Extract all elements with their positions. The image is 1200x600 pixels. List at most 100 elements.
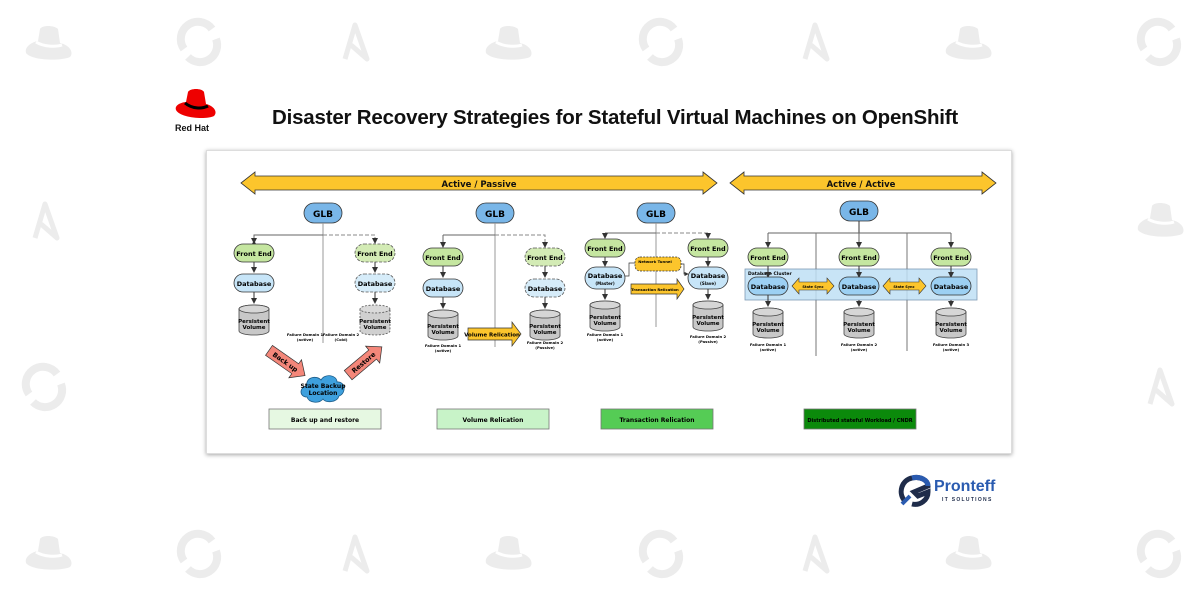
front-end-label: Front End [750, 254, 786, 262]
ansible-a-icon [345, 25, 367, 59]
glb-label: GLB [485, 210, 505, 220]
active-passive-band: Active / Passive [240, 171, 718, 195]
pv-label: Volume [364, 325, 387, 331]
front-end-label: Front End [527, 254, 563, 262]
openshift-ring-icon [1141, 534, 1177, 574]
pv-label: Volume [243, 325, 266, 331]
red-hat-fedora-icon [944, 24, 994, 62]
failure-domain-state: (active) [435, 348, 452, 353]
failure-domain-label: Failure Domain 1 [750, 342, 787, 347]
strategy-label-box [436, 408, 550, 430]
network-tunnel-label: Network Tunnel [638, 259, 672, 264]
strategy-name: Volume Relication [463, 417, 524, 424]
cloud-label: Location [309, 390, 338, 397]
state-sync-arrow: State Sync [791, 277, 835, 295]
red-hat-fedora-icon [484, 24, 534, 62]
state-sync-label: State Sync [802, 285, 823, 289]
failure-domain-state: (Cold) [335, 337, 348, 342]
state-sync-label: State Sync [893, 285, 914, 289]
state-sync-arrow: State Sync [882, 277, 927, 295]
red-hat-fedora-icon [24, 24, 74, 62]
front-end-label: Front End [690, 245, 726, 253]
openshift-ring-icon [643, 22, 679, 62]
ansible-a-icon [1150, 370, 1172, 404]
red-hat-fedora-icon [944, 534, 994, 572]
pronteff-logo-icon [898, 475, 931, 507]
active-active-band: Active / Active [729, 171, 997, 195]
failure-domain-label: Failure Domain 2 [690, 334, 727, 339]
openshift-ring-icon [1141, 22, 1177, 62]
database-cluster-label: Database Cluster [748, 271, 792, 277]
section-distributed-cndr: GLB Database Cluster Front End Front End… [744, 200, 978, 430]
section-transaction-replication: GLB Front End Database (Master) Persiste… [584, 202, 729, 430]
failure-domain-state: (active) [943, 347, 960, 352]
failure-domain-state: (Passive) [535, 345, 555, 350]
company-name: Pronteff [934, 478, 996, 495]
database-label: Database [528, 285, 563, 293]
failure-domain-label: Failure Domain 1 [587, 332, 624, 337]
volume-replication-arrow: Volume Relication [464, 320, 522, 348]
replication-arrow-label: Volume Relication [464, 333, 520, 339]
front-end-label: Front End [357, 250, 393, 258]
pv-label: Volume [848, 328, 871, 334]
red-hat-fedora-icon [484, 534, 534, 572]
database-node [930, 276, 972, 296]
brand-logo-text: Red Hat [175, 123, 210, 133]
database-label: Database [842, 283, 877, 291]
transaction-replication-arrow: Transaction Relication [630, 277, 685, 301]
red-hat-fedora-icon [24, 534, 74, 572]
company-tagline: IT SOLUTIONS [942, 497, 993, 503]
openshift-ring-icon [643, 534, 679, 574]
strategy-name: Distributed stateful Workload / CNDR [807, 418, 912, 424]
pv-label: Persistent [935, 322, 967, 328]
red-hat-logo-icon [175, 89, 216, 118]
front-end-label: Front End [587, 245, 623, 253]
database-role: (Master) [595, 281, 614, 286]
section-backup-restore: GLB Front End Database Persistent Volume… [233, 202, 396, 430]
failure-domain-label: Failure Domain 1 [425, 343, 462, 348]
failure-domain-state: (Passive) [698, 339, 718, 344]
state-backup-cloud-icon: State Backup Location [301, 375, 347, 403]
database-label: Database [588, 272, 623, 280]
database-role: (Slave) [700, 281, 716, 286]
database-node [838, 276, 880, 296]
database-label: Database [934, 283, 969, 291]
ansible-a-icon [805, 25, 827, 59]
pv-label: Persistent [843, 322, 875, 328]
pv-label: Persistent [589, 315, 621, 321]
database-label: Database [237, 280, 272, 288]
front-end-label: Front End [425, 254, 461, 262]
strategy-name: Back up and restore [291, 417, 359, 424]
pv-label: Persistent [752, 322, 784, 328]
glb-label: GLB [646, 210, 666, 220]
strategy-label-box [600, 408, 714, 430]
pv-label: Persistent [359, 319, 391, 325]
restore-arrow: Restore [343, 345, 383, 381]
database-label: Database [358, 280, 393, 288]
strategy-label-box [268, 408, 382, 430]
database-label: Database [426, 285, 461, 293]
pv-label: Volume [432, 330, 455, 336]
failure-domain-label: Failure Domain 2 [841, 342, 878, 347]
ansible-a-icon [35, 204, 57, 238]
pv-label: Persistent [529, 324, 561, 330]
failure-domain-label: Failure Domain 3 [933, 342, 970, 347]
page-title: Disaster Recovery Strategies for Statefu… [272, 106, 959, 129]
cloud-label: State Backup [301, 383, 347, 390]
pv-label: Volume [594, 321, 617, 327]
pv-label: Volume [757, 328, 780, 334]
network-tunnel: Network Tunnel [625, 256, 689, 277]
pv-label: Persistent [238, 319, 270, 325]
front-end-label: Front End [933, 254, 969, 262]
section-volume-replication: GLB Front End Database Persistent Volume… [422, 202, 566, 430]
database-label: Database [691, 272, 726, 280]
failure-domain-label: Failure Domain 2 [527, 340, 564, 345]
front-end-label: Front End [841, 254, 877, 262]
failure-domain-state: (active) [760, 347, 777, 352]
front-end-label: Front End [236, 250, 272, 258]
band-active-active-label: Active / Active [827, 180, 896, 190]
pv-label: Persistent [427, 324, 459, 330]
strategy-name: Transaction Relication [619, 417, 694, 424]
failure-domain-state: (active) [851, 347, 868, 352]
replication-arrow-label: Transaction Relication [631, 287, 679, 292]
